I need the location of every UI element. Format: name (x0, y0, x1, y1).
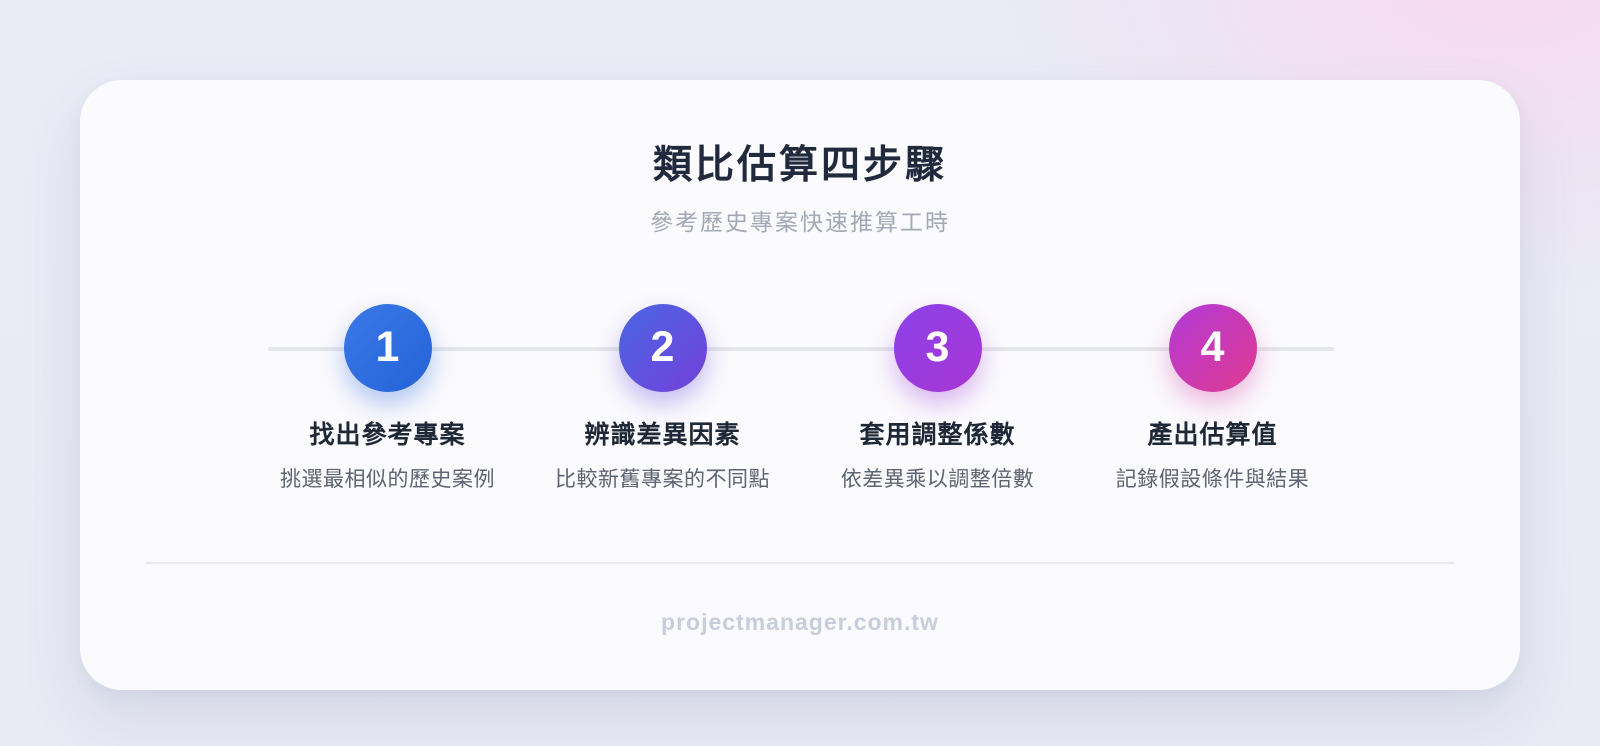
step-4-number-badge: 4 (1168, 303, 1257, 392)
step-1-title: 找出參考專案 (309, 420, 466, 449)
page-title: 類比估算四步驟 (652, 144, 947, 187)
step-1-number: 1 (375, 323, 400, 372)
step-4-title: 產出估算值 (1147, 420, 1278, 449)
step-2: 2 辨識差異因素 比較新舊專案的不同點 (525, 303, 800, 491)
step-3-number: 3 (925, 323, 950, 372)
step-4-description: 記錄假設條件與結果 (1115, 467, 1310, 491)
step-3-description: 依差異乘以調整倍數 (840, 467, 1035, 491)
step-1: 1 找出參考專案 挑選最相似的歷史案例 (250, 303, 525, 491)
step-1-description: 挑選最相似的歷史案例 (280, 467, 495, 491)
step-2-number: 2 (650, 323, 675, 372)
step-3-number-badge: 3 (893, 303, 982, 392)
step-3: 3 套用調整係數 依差異乘以調整倍數 (800, 303, 1075, 491)
steps-timeline: 1 找出參考專案 挑選最相似的歷史案例 2 辨識差異因素 比較新舊專案的不同點 … (250, 303, 1350, 491)
step-4: 4 產出估算值 記錄假設條件與結果 (1075, 303, 1350, 491)
step-2-title: 辨識差異因素 (584, 420, 741, 449)
timeline-connector-line (268, 346, 1334, 351)
step-4-number: 4 (1200, 323, 1225, 372)
step-3-title: 套用調整係數 (859, 420, 1016, 449)
page-subtitle: 參考歷史專案快速推算工時 (650, 208, 950, 235)
footer-divider (145, 562, 1455, 564)
step-2-number-badge: 2 (618, 303, 707, 392)
infographic-card: 類比估算四步驟 參考歷史專案快速推算工時 1 找出參考專案 挑選最相似的歷史案例… (80, 80, 1520, 690)
header: 類比估算四步驟 參考歷史專案快速推算工時 (80, 80, 1520, 238)
step-1-number-badge: 1 (343, 303, 432, 392)
step-2-description: 比較新舊專案的不同點 (555, 467, 770, 491)
footer-watermark: projectmanager.com.tw (661, 609, 939, 635)
